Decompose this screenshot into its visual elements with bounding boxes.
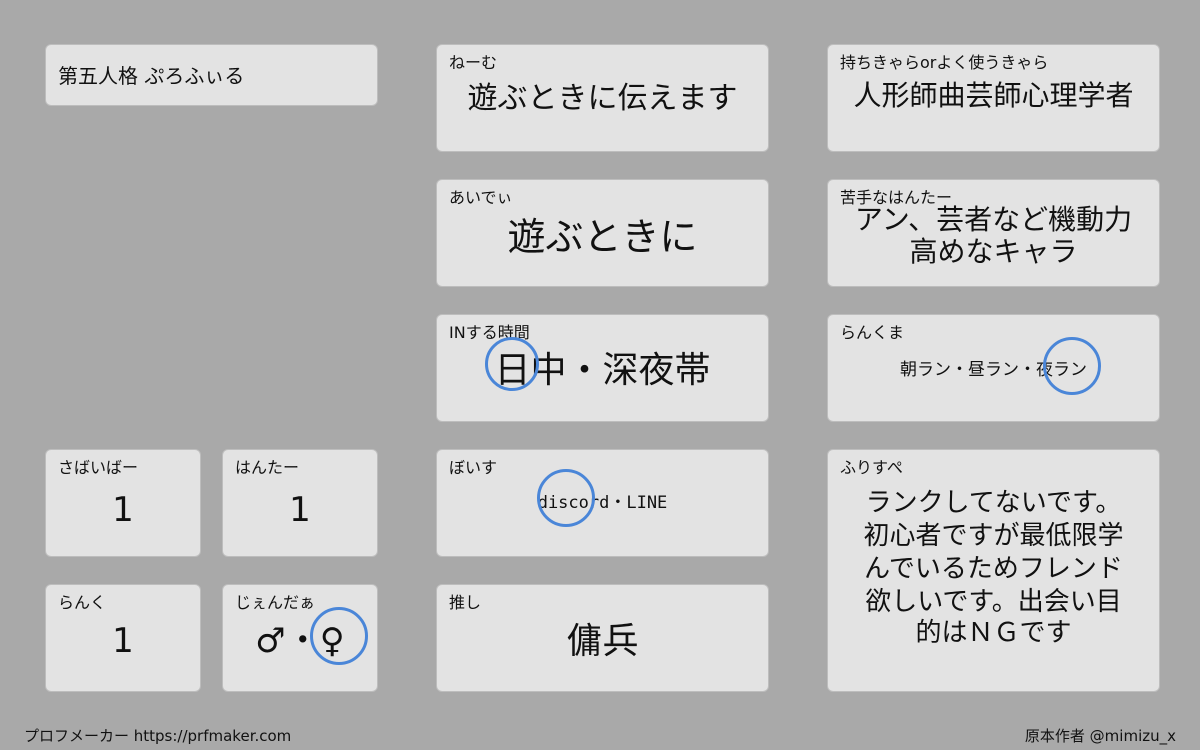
free-space-card: ふりすぺ ランクしてないです。 初心者ですが最低限学 んでいるためフレンド 欲し… [827,449,1160,692]
selection-circle-night-rank [1043,337,1101,395]
rank-match-card: らんくま 朝ラン・昼ラン・夜ラン [827,314,1160,422]
rank-label: らんく [58,593,107,612]
free-space-line-5: 的はＮＧです [915,618,1072,648]
free-space-line-2: 初心者ですが最低限学 [863,521,1124,551]
rank-value: 1 [112,621,134,661]
name-card: ねーむ 遊ぶときに伝えます [436,44,769,152]
selection-circle-female [310,607,368,665]
free-space-line-4: 欲しいです。出会い目 [865,587,1122,617]
gender-card: じぇんだぁ ♂・♀ [222,584,378,692]
weak-hunter-line-1: アン、芸者など機動力 [854,203,1133,236]
main-characters-value: 人形師曲芸師心理学者 [853,79,1134,112]
in-time-card: INする時間 日中・深夜帯 [436,314,769,422]
survivor-label: さばいばー [58,458,139,477]
name-label: ねーむ [449,53,498,72]
free-space-label: ふりすぺ [840,458,903,477]
page-title: 第五人格 ぷろふぃる [58,64,245,88]
hunter-label: はんたー [235,458,300,477]
oshi-value: 傭兵 [566,621,639,662]
selection-circle-daytime [485,337,539,391]
survivor-value: 1 [112,490,134,530]
selection-circle-discord [537,469,595,527]
oshi-label: 推し [449,593,482,612]
oshi-card: 推し 傭兵 [436,584,769,692]
weak-hunter-card: 苦手なはんたー アン、芸者など機動力 高めなキャラ [827,179,1160,287]
hunter-card: はんたー 1 [222,449,378,557]
survivor-card: さばいばー 1 [45,449,201,557]
weak-hunter-line-2: 高めなキャラ [909,235,1078,268]
voice-value: discord・LINE [537,493,668,513]
weak-hunter-label: 苦手なはんたー [840,188,953,207]
hunter-value: 1 [289,490,311,530]
free-space-line-3: んでいるためフレンド [864,554,1123,584]
footer-credit-left: プロフメーカー https://prfmaker.com [24,727,292,745]
voice-card: ぼいす discord・LINE [436,449,769,557]
name-value: 遊ぶときに伝えます [467,81,738,116]
id-label: あいでぃ [449,188,513,207]
rank-match-label: らんくま [840,323,905,342]
id-value: 遊ぶときに [507,215,698,259]
main-characters-card: 持ちきゃらorよく使うきゃら 人形師曲芸師心理学者 [827,44,1160,152]
rank-card: らんく 1 [45,584,201,692]
footer-credit-right: 原本作者 @mimizu_x [1024,727,1176,745]
voice-label: ぼいす [449,458,498,477]
main-characters-label: 持ちきゃらorよく使うきゃら [840,53,1049,72]
gender-label: じぇんだぁ [235,593,316,612]
title-card: 第五人格 ぷろふぃる [45,44,378,106]
rank-match-value: 朝ラン・昼ラン・夜ラン [900,360,1087,380]
free-space-line-1: ランクしてないです。 [865,488,1122,518]
id-card: あいでぃ 遊ぶときに [436,179,769,287]
